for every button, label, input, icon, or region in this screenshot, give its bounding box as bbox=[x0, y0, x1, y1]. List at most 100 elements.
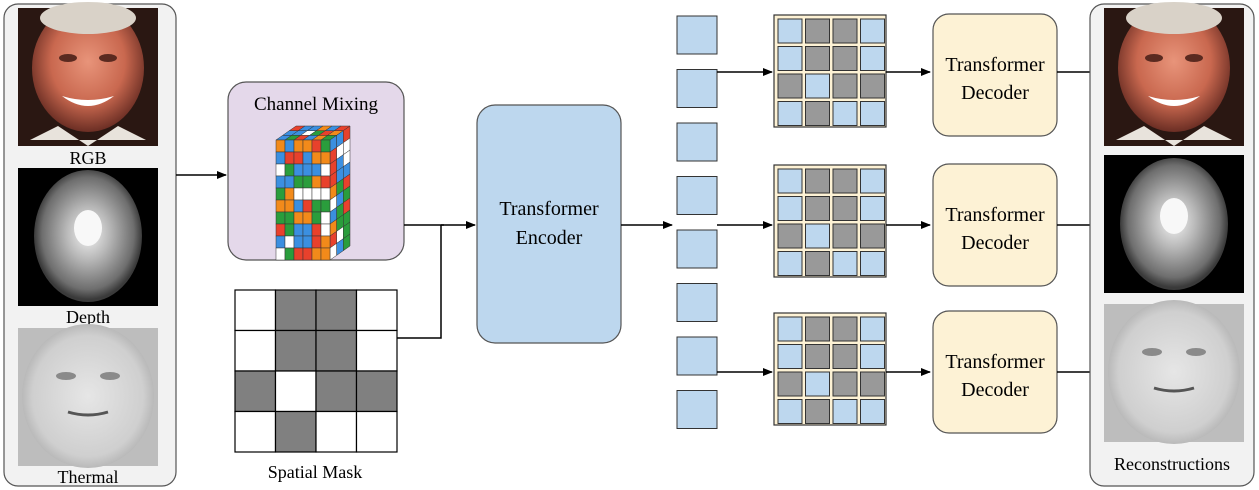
cube-cell bbox=[311, 163, 322, 177]
decoder-line2: Decoder bbox=[961, 232, 1029, 254]
cube-cell bbox=[284, 139, 295, 153]
token-box bbox=[676, 336, 718, 376]
masked-grid-cell bbox=[777, 73, 803, 99]
cube-cell bbox=[275, 139, 286, 153]
output-panel: Reconstructions bbox=[1089, 2, 1255, 487]
cube-cell bbox=[293, 151, 304, 165]
decoder-branches: TransformerDecoderTransformerDecoderTran… bbox=[717, 13, 1103, 434]
cube-cell bbox=[284, 151, 295, 165]
cube-cell bbox=[320, 163, 331, 177]
masked-grid-cell bbox=[777, 46, 803, 71]
masked-grid-cell bbox=[860, 371, 885, 397]
cube-cell bbox=[343, 233, 351, 252]
cube-cell bbox=[293, 223, 304, 237]
masked-grid-cell bbox=[860, 196, 885, 221]
cube-cell bbox=[320, 187, 331, 201]
cube-cell bbox=[284, 247, 295, 261]
cube-cell bbox=[320, 175, 331, 189]
depth-label: Depth bbox=[66, 307, 110, 327]
cube-cell bbox=[284, 235, 295, 249]
cube-cell bbox=[311, 187, 322, 201]
masked-grid-cell bbox=[805, 371, 830, 397]
masked-grid-cell bbox=[777, 251, 803, 276]
decoder-line1: Transformer bbox=[945, 204, 1045, 226]
cube-cell bbox=[293, 247, 304, 261]
masked-grid-cell bbox=[860, 316, 885, 342]
cube-cell bbox=[302, 223, 313, 237]
masked-grid-cell bbox=[805, 196, 830, 221]
decoder-box bbox=[932, 13, 1058, 137]
masked-grid-cell bbox=[832, 316, 858, 342]
depth-image bbox=[18, 168, 158, 306]
cube-cell bbox=[302, 211, 313, 225]
encoder-line2: Encoder bbox=[516, 227, 583, 249]
masked-grid-cell bbox=[777, 18, 803, 44]
masked-grid-cell bbox=[832, 399, 858, 424]
reconstructions-label: Reconstructions bbox=[1114, 454, 1230, 474]
spatial-mask-cell bbox=[234, 329, 277, 372]
masked-grid-cell bbox=[805, 46, 830, 71]
token-box bbox=[676, 69, 718, 108]
masked-grid-cell bbox=[777, 101, 803, 126]
token-box bbox=[676, 15, 718, 55]
cube-cell bbox=[302, 163, 313, 177]
thermal-label: Thermal bbox=[58, 467, 119, 487]
spatial-mask-cell bbox=[274, 370, 317, 413]
masked-grid-cell bbox=[832, 371, 858, 397]
masked-grid-cell bbox=[832, 168, 858, 194]
spatial-mask-cell bbox=[315, 289, 358, 332]
cube-cell bbox=[320, 151, 331, 165]
decoder-line2: Decoder bbox=[961, 82, 1029, 104]
cube-cell bbox=[293, 139, 304, 153]
thermal-image bbox=[18, 324, 158, 468]
cube-cell bbox=[320, 247, 331, 261]
cube-cell bbox=[311, 247, 322, 261]
cube-cell bbox=[320, 199, 331, 213]
channel-mixing-cube-icon bbox=[275, 125, 351, 261]
cube-cell bbox=[275, 187, 286, 201]
masked-grid-cell bbox=[860, 73, 885, 99]
masked-grid-cell bbox=[777, 168, 803, 194]
cube-cell bbox=[302, 199, 313, 213]
cube-cell bbox=[320, 223, 331, 237]
reconstructed-depth-image bbox=[1104, 155, 1244, 293]
cube-cell bbox=[320, 235, 331, 249]
cube-cell bbox=[311, 151, 322, 165]
spatial-mask-cell bbox=[234, 289, 277, 332]
cube-cell bbox=[302, 187, 313, 201]
connector-mask bbox=[397, 225, 442, 339]
cube-cell bbox=[311, 175, 322, 189]
cube-cell bbox=[311, 211, 322, 225]
masked-grid-cell bbox=[777, 223, 803, 249]
masked-grid-cell bbox=[832, 73, 858, 99]
channel-mixing-block: Channel Mixing bbox=[227, 81, 405, 261]
cube-cell bbox=[311, 235, 322, 249]
cube-cell bbox=[302, 151, 313, 165]
encoder-box bbox=[476, 104, 622, 344]
cube-cell bbox=[302, 235, 313, 249]
rgb-image bbox=[18, 2, 158, 146]
cube-cell bbox=[293, 235, 304, 249]
masked-grid-cell bbox=[860, 101, 885, 126]
masked-grid-cell bbox=[805, 101, 830, 126]
input-panel: RGB Depth Thermal bbox=[3, 2, 177, 487]
cube-cell bbox=[320, 139, 331, 153]
masked-grid-cell bbox=[832, 223, 858, 249]
masked-grid-cell bbox=[777, 196, 803, 221]
cube-cell bbox=[311, 139, 322, 153]
cube-cell bbox=[284, 187, 295, 201]
masked-grid-cell bbox=[805, 316, 830, 342]
cube-cell bbox=[293, 175, 304, 189]
cube-cell bbox=[275, 247, 286, 261]
masked-grid-cell bbox=[777, 316, 803, 342]
decoder-line1: Transformer bbox=[945, 54, 1045, 76]
masked-grid-cell bbox=[832, 101, 858, 126]
masked-grid-cell bbox=[777, 399, 803, 424]
masked-grid-cell bbox=[832, 46, 858, 71]
masked-grid-cell bbox=[805, 251, 830, 276]
cube-cell bbox=[293, 211, 304, 225]
spatial-mask-cell bbox=[315, 329, 358, 372]
spatial-mask-cell bbox=[274, 289, 317, 332]
masked-grid-cell bbox=[860, 46, 885, 71]
